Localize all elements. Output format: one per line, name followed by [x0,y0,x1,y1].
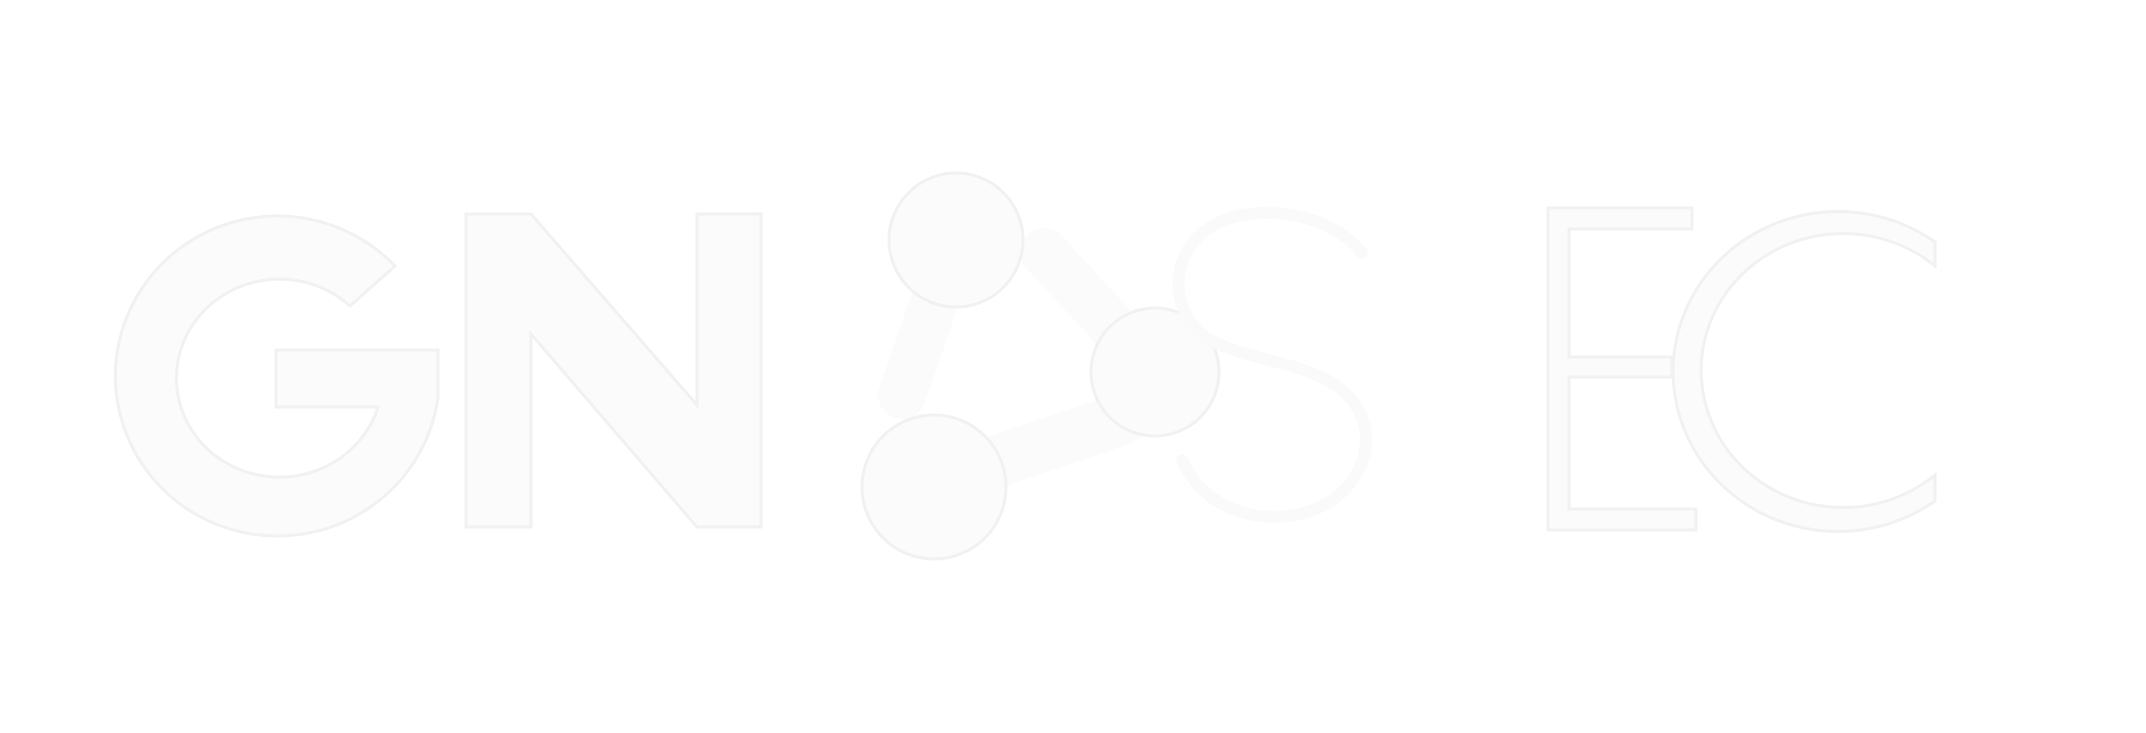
letter-s [1172,206,1372,523]
logo-text-right [1172,206,1937,533]
logo-accessible-text: GNOSEC [1071,699,1076,701]
letter-n [464,212,763,529]
logo-text-left [113,212,763,538]
letter-c [1671,210,1937,533]
molecule-node-icon [860,171,1221,561]
letter-g [113,214,440,538]
